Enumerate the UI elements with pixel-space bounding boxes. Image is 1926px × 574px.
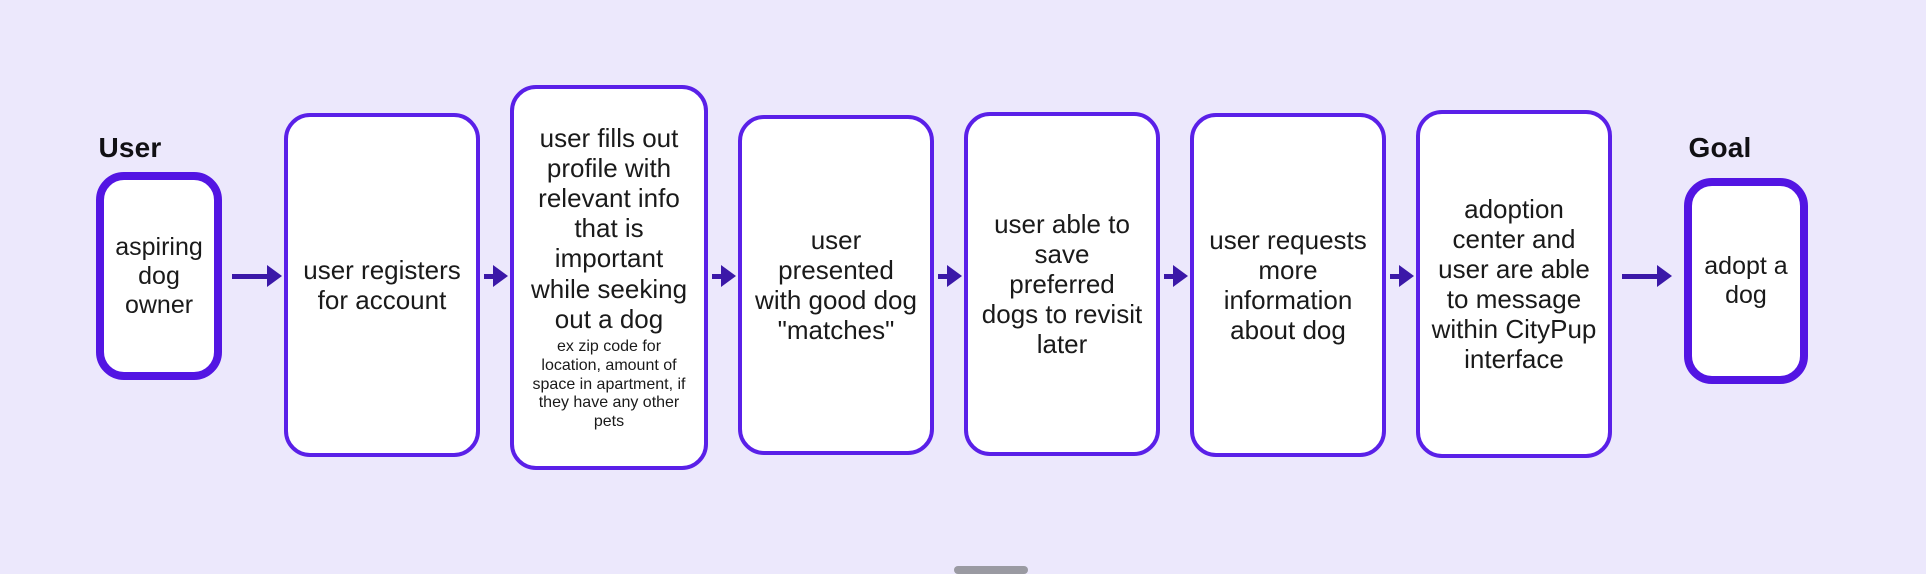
node-label: user requests more information about dog (1209, 224, 1367, 346)
arrow-head-icon (947, 265, 962, 287)
node-label: adoption center and user are able to mes… (1431, 193, 1597, 375)
node-adopt-a-dog[interactable]: adopt a dog (1684, 178, 1808, 384)
arrow-profile-to-matches (712, 262, 736, 290)
horizontal-scrollbar[interactable] (954, 566, 1028, 574)
arrow-shaft (1164, 273, 1173, 279)
arrow-head-icon (1173, 265, 1188, 287)
arrow-register-to-profile (484, 262, 508, 290)
node-aspiring-dog-owner[interactable]: aspiring dog owner (96, 172, 222, 380)
arrow-head-icon (1657, 265, 1672, 287)
arrow-shaft (712, 273, 721, 279)
arrow-shaft (1622, 273, 1657, 279)
node-user-saves-dogs[interactable]: user able to save preferred dogs to revi… (964, 112, 1160, 456)
node-label: user able to save preferred dogs to revi… (981, 208, 1143, 360)
arrow-head-icon (267, 265, 282, 287)
arrow-shaft (232, 273, 267, 279)
arrow-aspiring-to-register (232, 262, 282, 290)
arrow-head-icon (493, 265, 508, 287)
arrow-message-to-adopt (1622, 262, 1672, 290)
arrow-save-to-request (1164, 262, 1188, 290)
arrow-head-icon (721, 265, 736, 287)
node-user-presented-matches[interactable]: user presented with good dog "matches" (738, 115, 934, 455)
heading-goal: Goal (1688, 132, 1752, 163)
node-sublabel: ex zip code for location, amount of spac… (532, 337, 686, 431)
heading-user: User (98, 132, 162, 163)
arrow-shaft (1390, 273, 1399, 279)
node-user-requests-info[interactable]: user requests more information about dog (1190, 113, 1386, 457)
node-message-citypup[interactable]: adoption center and user are able to mes… (1416, 110, 1612, 458)
arrow-shaft (484, 273, 493, 279)
node-label: user fills out profile with relevant inf… (530, 122, 688, 334)
node-user-registers[interactable]: user registers for account (284, 113, 480, 457)
arrow-request-to-message (1390, 262, 1414, 290)
node-label: user registers for account (303, 254, 461, 315)
node-label: aspiring dog owner (115, 232, 203, 319)
arrow-head-icon (1399, 265, 1414, 287)
arrow-shaft (938, 273, 947, 279)
node-label: adopt a dog (1704, 252, 1788, 309)
arrow-matches-to-save (938, 262, 962, 290)
node-user-fills-profile[interactable]: user fills out profile with relevant inf… (510, 85, 708, 470)
node-label: user presented with good dog "matches" (755, 224, 917, 346)
